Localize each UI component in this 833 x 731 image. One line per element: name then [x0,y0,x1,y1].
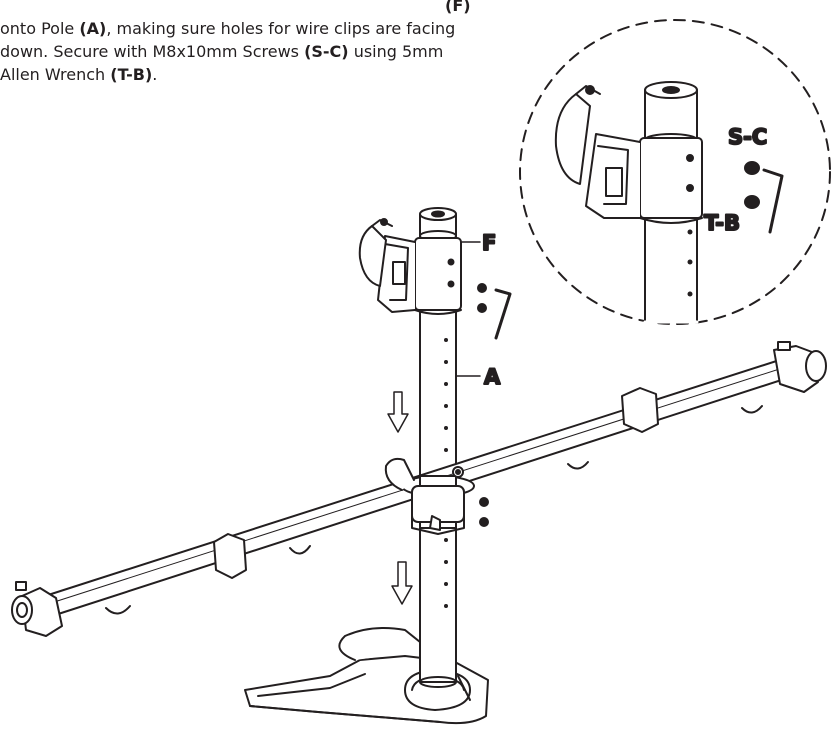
part-ref-f-text: (F) [445,0,471,15]
instruction-line-2: onto Pole (A), making sure holes for wir… [0,17,520,40]
assembly-instructions: (F) onto Pole (A), making sure holes for… [0,0,520,86]
screws-detail [744,161,760,209]
top-screws [477,283,487,313]
instruction-line-1: (F) [0,0,520,17]
label-a: A [484,365,501,389]
part-ref-a-text: (A) [79,19,107,38]
label-f: F [482,231,496,255]
center-clamp [384,457,475,535]
down-arrow-icon-upper [387,391,409,433]
top-clamp-f [358,218,462,315]
label-sc: S-C [728,125,767,149]
center-screws [479,497,489,527]
instruction-text: onto Pole [0,19,80,38]
allen-wrench-detail-icon [762,168,784,234]
part-ref-sc-text: (S-C) [304,42,349,61]
pole-detail-holes [687,229,693,297]
bar-joints [11,341,827,637]
instruction-text: , making sure holes for wire clips are f… [106,19,456,38]
detail-callout [519,19,831,325]
small-allen-wrench-icon [494,288,512,340]
down-arrow-icon-lower [391,561,413,605]
pole-holes [444,338,448,608]
instruction-text: Allen Wrench [0,65,111,84]
label-tb: T-B [704,211,740,235]
instruction-line-3: down. Secure with M8x10mm Screws (S-C) u… [0,40,520,63]
instruction-text: down. Secure with M8x10mm Screws [0,42,305,61]
instruction-line-4: Allen Wrench (T-B). [0,63,520,86]
instruction-text: . [152,65,158,84]
wire-clips [105,405,763,615]
part-ref-tb-text: (T-B) [110,65,153,84]
instruction-text: using 5mm [348,42,444,61]
